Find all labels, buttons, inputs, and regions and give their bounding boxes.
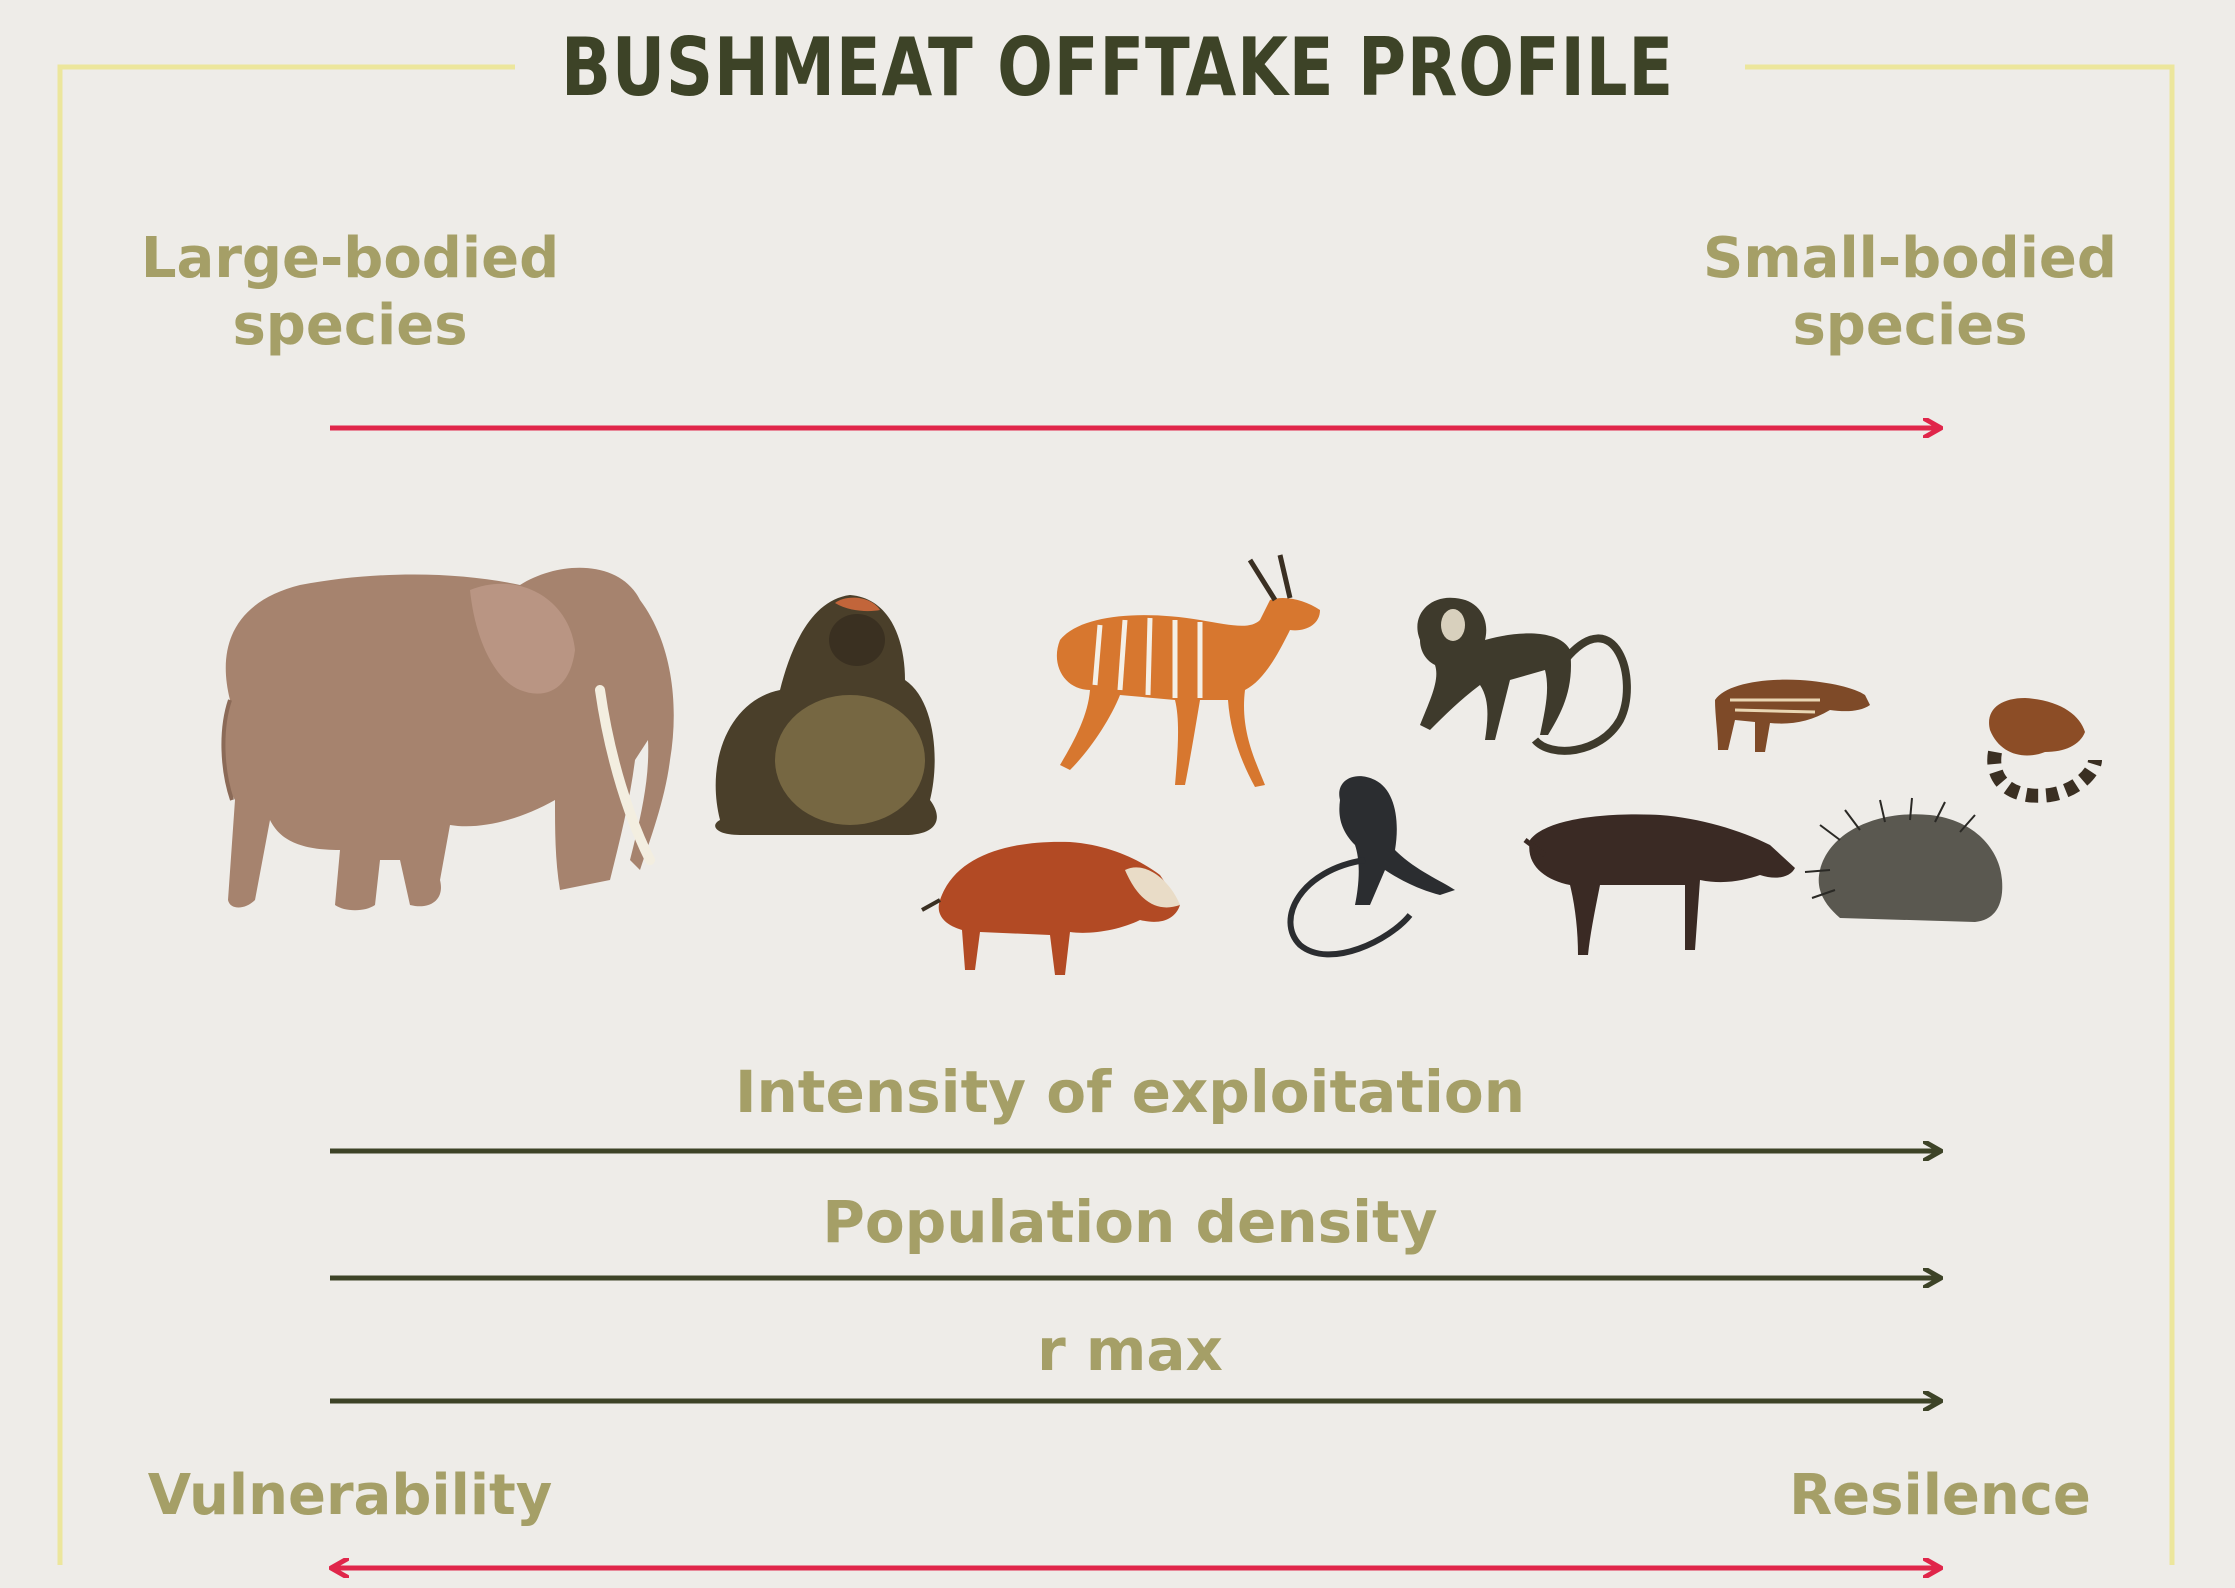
vulnerability-label: Vulnerability xyxy=(100,1462,600,1529)
resilence-label: Resilence xyxy=(1690,1462,2190,1529)
colobus-monkey-icon xyxy=(1290,776,1455,954)
page-title: BUSHMEAT OFFTAKE PROFILE xyxy=(201,20,2034,116)
squirrel-icon xyxy=(1989,698,2095,796)
population-density-label: Population density xyxy=(530,1188,1730,1258)
gorilla-icon xyxy=(715,595,937,835)
intensity-label: Intensity of exploitation xyxy=(530,1058,1730,1128)
r-max-label: r max xyxy=(530,1316,1730,1386)
small-bodied-label: Small-bodied species xyxy=(1660,225,2160,359)
bongo-antelope-icon xyxy=(1057,555,1320,787)
large-bodied-label: Large-bodied species xyxy=(100,225,600,359)
water-chevrotain-icon xyxy=(1715,680,1870,752)
duiker-icon xyxy=(1525,814,1795,955)
monkey-icon xyxy=(1417,598,1627,751)
porcupine-icon xyxy=(1805,798,2002,922)
red-river-hog-icon xyxy=(922,842,1180,975)
elephant-icon xyxy=(223,568,673,910)
